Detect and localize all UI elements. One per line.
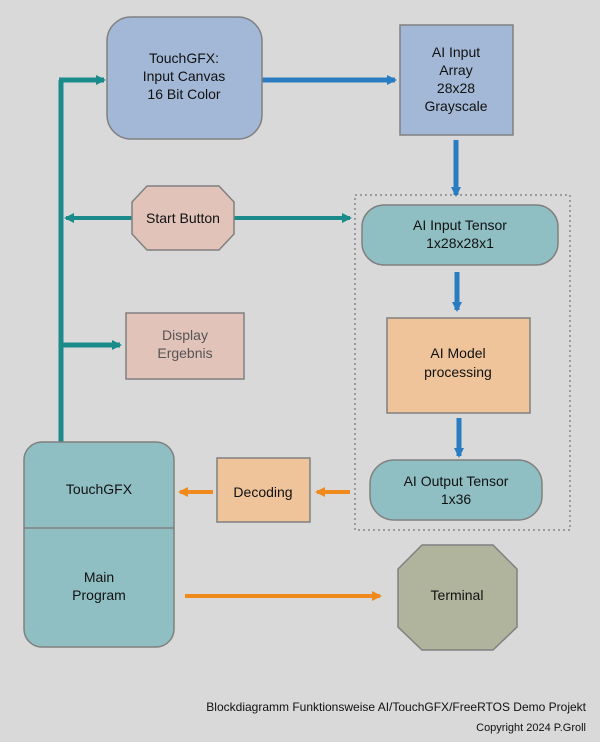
main-program-node: TouchGFX Main Program <box>23 441 175 648</box>
main-program-label-1: Main <box>84 569 114 585</box>
display-result-label-1: Display <box>162 327 208 343</box>
input-array-label-1: AI Input <box>432 44 480 60</box>
input-array-label-4: Grayscale <box>424 98 487 114</box>
main-program-label-2: Program <box>72 587 126 603</box>
output-tensor-label-1: AI Output Tensor <box>404 473 509 489</box>
input-canvas-node: TouchGFX: Input Canvas 16 Bit Color <box>106 16 263 140</box>
touchgfx-label: TouchGFX <box>66 481 133 497</box>
start-button-label: Start Button <box>146 210 220 226</box>
model-processing-label-1: AI Model <box>430 345 485 361</box>
input-tensor-label-1: AI Input Tensor <box>413 217 507 233</box>
input-tensor-node: AI Input Tensor 1x28x28x1 <box>361 204 559 266</box>
diagram-caption: Blockdiagramm Funktionsweise AI/TouchGFX… <box>206 700 586 714</box>
input-array-label-3: 28x28 <box>437 80 475 96</box>
copyright-text: Copyright 2024 P.Groll <box>476 722 586 734</box>
model-processing-node: AI Model processing <box>386 317 531 414</box>
decoding-node: Decoding <box>216 457 311 523</box>
output-tensor-label-2: 1x36 <box>441 491 472 507</box>
output-tensor-node: AI Output Tensor 1x36 <box>369 459 543 521</box>
input-array-node: AI Input Array 28x28 Grayscale <box>399 24 514 136</box>
display-result-label-2: Ergebnis <box>157 345 212 361</box>
input-canvas-label-3: 16 Bit Color <box>147 86 220 102</box>
input-canvas-label-1: TouchGFX: <box>149 50 219 66</box>
input-tensor-label-2: 1x28x28x1 <box>426 235 494 251</box>
display-result-node: Display Ergebnis <box>125 312 245 380</box>
terminal-label: Terminal <box>431 587 484 603</box>
terminal-node: Terminal <box>397 544 518 651</box>
model-processing-label-2: processing <box>424 364 492 380</box>
input-canvas-label-2: Input Canvas <box>143 68 226 84</box>
input-array-label-2: Array <box>439 62 472 78</box>
decoding-label: Decoding <box>233 484 292 500</box>
start-button-node: Start Button <box>131 185 235 251</box>
